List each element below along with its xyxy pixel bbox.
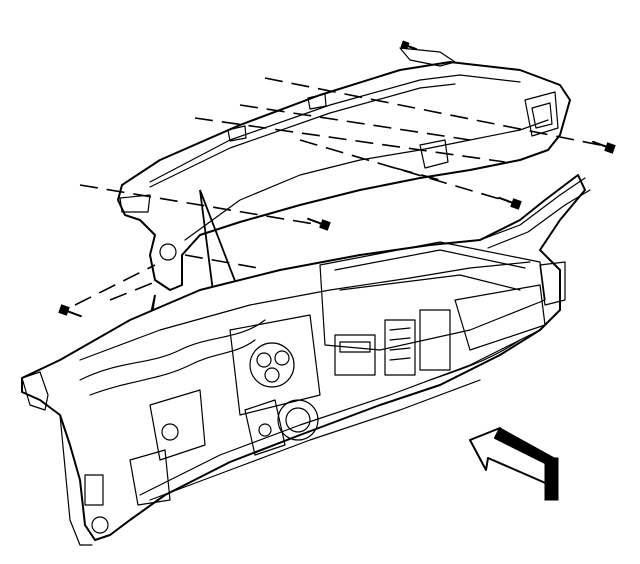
right-wiring xyxy=(429,339,521,381)
steering-column-bracket xyxy=(244,399,286,456)
bolt-icon xyxy=(58,304,82,318)
center-vent xyxy=(384,319,416,376)
center-vent-slat xyxy=(389,337,411,341)
left-end-cap xyxy=(21,371,49,411)
upper-pad-side-hole xyxy=(159,243,177,261)
steering-column-inner xyxy=(285,407,311,433)
alignment-line-6 xyxy=(184,254,259,269)
left-pillar xyxy=(59,414,93,546)
upper-pad-clip-a xyxy=(227,125,247,142)
bolts xyxy=(58,40,616,318)
right-center-module xyxy=(419,309,451,371)
instrument-panel-body xyxy=(21,174,591,546)
view-direction-arrow-icon xyxy=(469,427,559,501)
alignment-lines xyxy=(74,77,601,306)
alignment-line-9 xyxy=(394,167,441,181)
alignment-line-2 xyxy=(239,104,471,141)
left-mount-hole xyxy=(91,516,109,534)
gauge-bottom xyxy=(264,367,280,383)
left-bracket xyxy=(84,474,104,506)
steering-column-hub xyxy=(277,399,319,441)
right-end-cap xyxy=(539,261,566,306)
center-hvac-top xyxy=(334,249,526,271)
upper-pad-clip-b xyxy=(307,93,327,110)
panel-lower-edge xyxy=(139,329,541,496)
radio-display xyxy=(339,341,371,353)
upper-pad xyxy=(117,47,571,291)
center-vent-slat xyxy=(389,327,411,331)
panel-top-edge xyxy=(79,261,531,361)
gauge-left xyxy=(256,352,272,368)
view-arrow-tail xyxy=(544,457,559,501)
upper-pad-ridge xyxy=(149,74,521,183)
panel-body-outline xyxy=(21,174,586,541)
center-vent-slat xyxy=(389,347,411,351)
gauge-cluster-ring xyxy=(249,342,295,388)
panel-cowl-line xyxy=(479,177,586,241)
upper-pad-inner-edge xyxy=(184,119,549,241)
bolt-icon xyxy=(592,140,616,154)
panel-knee-bolster xyxy=(149,379,481,501)
upper-pad-center-clip xyxy=(419,139,449,169)
left-duct xyxy=(149,389,206,461)
center-vent-slat xyxy=(389,357,411,361)
panel-cowl-line-2 xyxy=(487,189,591,249)
cluster-bezel xyxy=(229,314,321,416)
left-wiring-harness-2 xyxy=(89,339,256,396)
upper-pad-right-vent-inner xyxy=(531,102,553,129)
bolt-icon xyxy=(400,40,418,51)
alignment-line-1 xyxy=(194,117,506,163)
column-bolt xyxy=(258,423,272,437)
upper-pad-defrost-slot xyxy=(149,83,456,188)
upper-pad-outline xyxy=(117,61,571,291)
bolt-icon xyxy=(498,196,522,210)
left-duct-knob xyxy=(161,423,179,441)
gauge-right xyxy=(274,350,290,366)
left-lower-bracket xyxy=(129,449,171,506)
upper-pad-top-tab xyxy=(399,47,456,67)
alignment-line-8 xyxy=(109,279,161,301)
alignment-line-5 xyxy=(79,184,321,226)
left-wiring-harness xyxy=(79,319,266,381)
radio-unit xyxy=(334,334,376,376)
upper-pad-left-clip xyxy=(119,194,151,213)
center-hvac-housing xyxy=(319,241,546,351)
glovebox-area xyxy=(454,284,546,351)
bolt-icon xyxy=(307,217,331,231)
center-duct xyxy=(339,274,521,291)
upper-pad-right-vent xyxy=(524,91,559,137)
alignment-line-3 xyxy=(264,77,601,146)
alignment-line-7 xyxy=(74,264,156,306)
